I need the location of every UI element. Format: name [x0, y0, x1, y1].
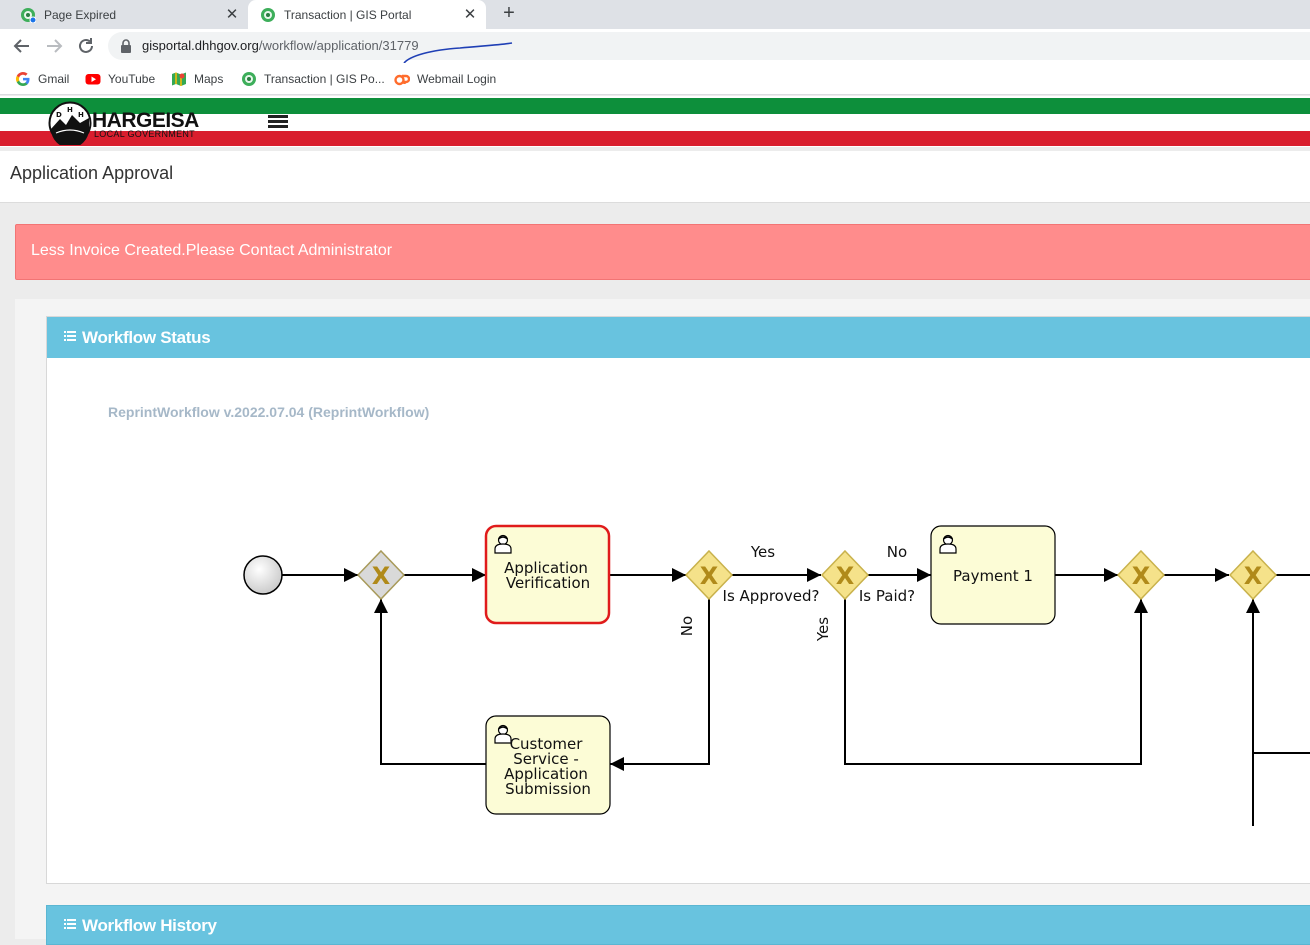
close-icon[interactable]: ✕	[463, 5, 477, 23]
gateway-symbol: X	[836, 562, 855, 590]
alert-message: Less Invoice Created.Please Contact Admi…	[31, 242, 393, 259]
url-text: gisportal.dhhgov.org/workflow/applicatio…	[142, 38, 419, 53]
address-bar[interactable]: gisportal.dhhgov.org/workflow/applicatio…	[108, 32, 1310, 60]
logo-letter: H	[78, 111, 84, 119]
user-task-icon	[494, 724, 512, 744]
gateway-label-is-approved: Is Approved?	[723, 587, 820, 605]
task-label-line: Application	[504, 559, 588, 577]
user-task-icon	[939, 534, 957, 554]
task-label-line: Payment 1	[953, 567, 1033, 585]
brand-name: HARGEISA	[92, 109, 199, 132]
gis-portal-favicon-icon	[260, 7, 276, 23]
gateway-symbol: X	[372, 562, 391, 590]
gis-portal-favicon-icon	[20, 7, 37, 23]
bpmn-workflow-diagram: X X X X X	[243, 524, 1310, 826]
bookmark-transaction-gis[interactable]: Transaction | GIS Po...	[241, 70, 385, 88]
hamburger-menu-icon[interactable]	[268, 115, 288, 129]
bookmark-maps[interactable]: Maps	[171, 70, 223, 88]
flow-label-no-vertical: No	[678, 616, 696, 636]
task-label-line: Service -	[513, 750, 579, 768]
gateway-symbol: X	[1244, 562, 1263, 590]
task-label-line: Application	[504, 765, 588, 783]
task-label-line: Customer	[510, 735, 584, 753]
panel-title: Workflow Status	[82, 328, 211, 347]
tab-title: Page Expired	[44, 7, 117, 22]
page-title: Application Approval	[10, 163, 174, 183]
logo-letter: H	[67, 106, 73, 114]
hargeisa-logo[interactable]: D H H	[48, 101, 92, 148]
gateway-label-is-paid: Is Paid?	[859, 587, 915, 605]
task-application-verification[interactable]: Application Verification	[484, 524, 611, 625]
flag-stripe-red	[0, 131, 1310, 146]
page-title-bar: Application Approval	[0, 151, 1310, 203]
list-icon	[64, 329, 76, 341]
site-header: D H H HARGEISA LOCAL GOVERNMENT	[0, 96, 1310, 148]
browser-tab-transaction[interactable]: Transaction | GIS Portal ✕	[248, 0, 486, 29]
lock-icon	[120, 39, 132, 53]
workflow-name: ReprintWorkflow v.2022.07.04 (ReprintWor…	[108, 404, 430, 420]
gateway-is-approved[interactable]: X	[684, 549, 734, 601]
panel-title: Workflow History	[82, 916, 217, 935]
bookmark-label: YouTube	[108, 72, 156, 86]
task-payment-1[interactable]: Payment 1	[930, 525, 1056, 625]
forward-arrow-icon[interactable]	[43, 35, 65, 57]
gis-portal-favicon-icon	[241, 71, 257, 87]
close-icon[interactable]: ✕	[225, 5, 239, 23]
tab-title: Transaction | GIS Portal	[284, 7, 412, 22]
reload-icon[interactable]	[75, 35, 97, 57]
exclusive-gateway[interactable]: X	[1116, 549, 1166, 601]
bookmark-label: Gmail	[38, 72, 70, 86]
browser-tab-strip: Page Expired ✕ Transaction | GIS Portal …	[0, 0, 1310, 29]
browser-toolbar: gisportal.dhhgov.org/workflow/applicatio…	[0, 29, 1310, 63]
list-icon	[64, 917, 76, 929]
browser-tab-page-expired[interactable]: Page Expired ✕	[8, 0, 248, 29]
workflow-history-panel[interactable]: Workflow History	[46, 905, 1310, 945]
workflow-status-panel: Workflow Status ReprintWorkflow v.2022.0…	[46, 316, 1310, 884]
bookmark-label: Transaction | GIS Po...	[264, 72, 385, 86]
task-label-line: Submission	[505, 780, 591, 798]
bookmark-gmail[interactable]: Gmail	[15, 70, 69, 88]
page-viewport: D H H HARGEISA LOCAL GOVERNMENT Applicat…	[0, 96, 1310, 945]
task-label-line: Verification	[506, 574, 590, 592]
bookmark-label: Webmail Login	[417, 72, 497, 86]
error-alert: Less Invoice Created.Please Contact Admi…	[15, 224, 1310, 280]
exclusive-gateway[interactable]: X	[1228, 549, 1278, 601]
content-area: Workflow Status ReprintWorkflow v.2022.0…	[15, 299, 1310, 945]
bookmark-webmail[interactable]: Webmail Login	[394, 70, 496, 88]
task-customer-service-submission[interactable]: Customer Service - Application Submissio…	[485, 715, 611, 815]
flow-label-yes: Yes	[750, 543, 775, 561]
bookmark-label: Maps	[194, 72, 224, 86]
exclusive-gateway[interactable]: X	[356, 549, 406, 601]
logo-letter: D	[56, 111, 62, 119]
bookmark-youtube[interactable]: YouTube	[85, 70, 155, 88]
youtube-icon	[85, 71, 101, 87]
sequence-flows	[282, 568, 1310, 826]
start-event[interactable]	[243, 555, 283, 595]
user-task-icon	[494, 534, 512, 554]
gateway-symbol: X	[1132, 562, 1151, 590]
flow-label-no: No	[887, 543, 907, 561]
flow-label-yes-vertical: Yes	[814, 617, 832, 642]
flag-stripe-green	[0, 98, 1310, 114]
new-tab-plus-icon[interactable]: +	[503, 2, 515, 24]
maps-icon	[171, 71, 187, 87]
cpanel-icon	[394, 71, 411, 87]
google-icon	[15, 71, 31, 87]
gateway-is-paid[interactable]: X	[820, 549, 870, 601]
gateway-symbol: X	[700, 562, 719, 590]
brand-subtitle: LOCAL GOVERNMENT	[94, 129, 195, 139]
pen-scribble-annotation	[403, 42, 513, 64]
bookmarks-bar: Gmail YouTube Maps Transaction | GIS Po.…	[0, 63, 1310, 95]
workflow-status-header[interactable]: Workflow Status	[47, 317, 1310, 358]
back-arrow-icon[interactable]	[11, 35, 33, 57]
